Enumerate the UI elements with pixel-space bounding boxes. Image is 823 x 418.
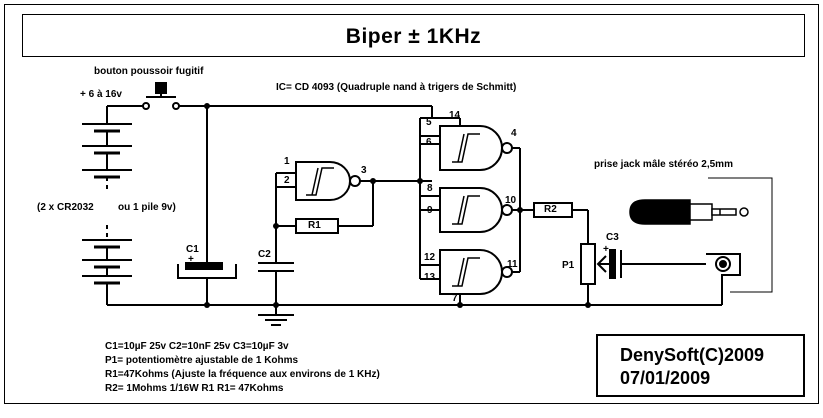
sheet-border [4, 4, 819, 404]
note-r2: R2= 1Mohms 1/16W R1 R1= 47Kohms [105, 383, 284, 394]
pin-1: 1 [284, 156, 290, 167]
switch-contact-right [172, 102, 180, 110]
gate-a [275, 161, 432, 226]
chip-input-bus [419, 106, 461, 280]
gate-c [439, 187, 534, 233]
p1-label: P1 [562, 260, 575, 271]
push-button-label: bouton poussoir fugitif [94, 66, 204, 77]
pin-2: 2 [284, 175, 290, 186]
pin-7: 7 [452, 293, 458, 304]
signature-author: DenySoft(C)2009 [620, 345, 765, 365]
note-capacitors: C1=10µF 25v C2=10nF 25v C3=10µF 3v [105, 341, 289, 352]
capacitor-c3 [609, 249, 706, 279]
ic-label: IC= CD 4093 (Quadruple nand à trigers de… [276, 82, 517, 93]
diagram-title: Biper ± 1KHz [345, 25, 482, 48]
jack-plug [629, 199, 749, 225]
note-r1: R1=47Kohms (Ajuste la fréquence aux envi… [105, 369, 380, 380]
push-button-cap [155, 82, 167, 94]
gate-d [439, 249, 520, 305]
pin-4: 4 [511, 128, 517, 139]
signature-date: 07/01/2009 [620, 368, 711, 388]
pin-13: 13 [424, 272, 436, 283]
capacitor-c1 [177, 106, 237, 305]
battery-label-left: (2 x CR2032 [37, 202, 94, 213]
pin-9: 9 [427, 205, 433, 216]
note-potentiometer: P1= potentiomètre ajustable de 1 Kohms [105, 355, 299, 366]
c1-plus: + [188, 254, 194, 265]
resistor-r2 [533, 202, 588, 218]
pin-11: 11 [507, 259, 518, 270]
c2-label: C2 [258, 249, 271, 260]
junction-dots [204, 103, 591, 308]
r2-label: R2 [544, 204, 557, 215]
pin-3: 3 [361, 165, 367, 176]
battery-cells [82, 123, 132, 285]
gate-b [439, 125, 520, 171]
c3-label: C3 [606, 232, 619, 243]
pin-8: 8 [427, 183, 433, 194]
c1-label: C1 [186, 244, 199, 255]
r1-label: R1 [308, 220, 321, 231]
c3-plus: + [603, 244, 609, 255]
potentiometer-p1 [580, 210, 610, 305]
battery-label-right: ou 1 pile 9v) [118, 202, 176, 213]
pin-14: 14 [449, 110, 461, 121]
resistor-r1 [276, 218, 373, 234]
signature-box: DenySoft(C)2009 07/01/2009 [596, 334, 805, 397]
supply-voltage-label: + 6 à 16v [80, 89, 122, 100]
switch-contact-left [142, 102, 150, 110]
pin-6: 6 [426, 137, 432, 148]
title-box: Biper ± 1KHz [22, 14, 805, 57]
jack-label: prise jack mâle stéréo 2,5mm [594, 159, 733, 170]
pin-12: 12 [424, 252, 436, 263]
jack-outline [708, 177, 773, 293]
jack-socket [706, 253, 741, 305]
pin-5: 5 [426, 117, 432, 128]
pin-10: 10 [505, 195, 517, 206]
